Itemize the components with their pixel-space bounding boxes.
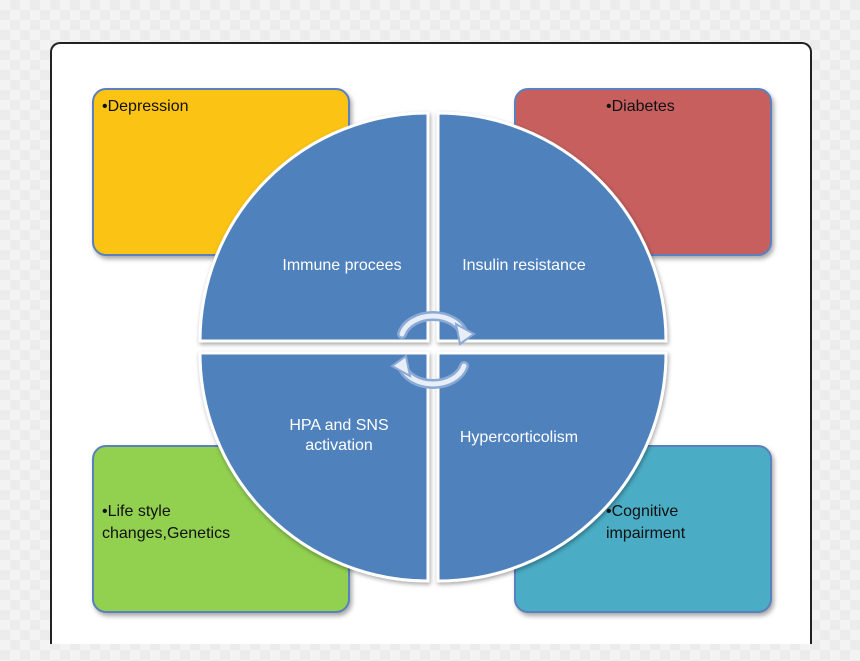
hpa-sns-activation-label: HPA and SNS activation <box>264 416 414 456</box>
central-wheel <box>198 111 668 583</box>
cognitive-impairment-label: •Cognitive impairment <box>606 503 686 542</box>
wheel-quadrant-top-left <box>198 111 430 343</box>
hpa-sns-line2: activation <box>305 437 373 454</box>
hypercorticolism-label: Hypercorticolism <box>459 429 579 446</box>
diabetes-label: •Diabetes <box>606 98 675 115</box>
wheel-quadrant-top-right <box>436 111 668 343</box>
diagram-frame: •Depression •Diabetes •Life style change… <box>50 42 812 644</box>
depression-label: •Depression <box>102 98 189 115</box>
wheel-quadrant-bottom-right <box>436 351 668 583</box>
hpa-sns-line1: HPA and SNS <box>289 417 389 434</box>
insulin-resistance-label: Insulin resistance <box>462 257 586 274</box>
immune-process-label: Immune procees <box>282 257 402 274</box>
lifestyle-genetics-label: •Life style changes,Genetics <box>102 503 231 542</box>
wheel-quadrant-bottom-left <box>198 351 430 583</box>
cycle-arrows-icon <box>390 310 476 390</box>
